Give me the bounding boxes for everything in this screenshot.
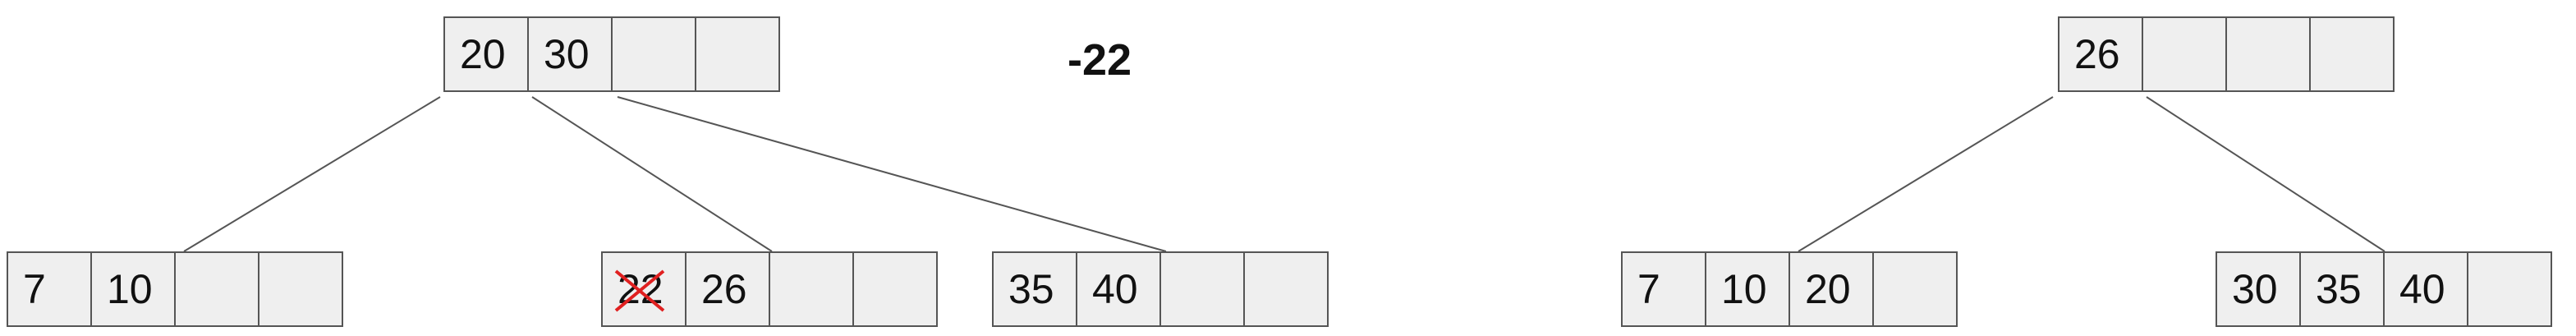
before-leaf-node-2: 22 26 bbox=[601, 251, 938, 327]
deleted-key-cell: 22 bbox=[601, 251, 686, 327]
before-leaf-3-key: 40 bbox=[1076, 251, 1161, 327]
before-root-key: 20 bbox=[443, 16, 529, 92]
after-leaf-node-2: 30 35 40 bbox=[2216, 251, 2552, 327]
operation-label: -22 bbox=[1068, 35, 1132, 85]
before-leaf-2-key bbox=[769, 251, 854, 327]
after-leaf-2-key: 35 bbox=[2299, 251, 2385, 327]
after-root-key bbox=[2309, 16, 2395, 92]
before-leaf-3-key bbox=[1159, 251, 1245, 327]
before-root-key bbox=[695, 16, 780, 92]
before-leaf-1-key bbox=[258, 251, 343, 327]
before-leaf-2-key: 26 bbox=[685, 251, 770, 327]
after-root-key: 26 bbox=[2058, 16, 2143, 92]
before-leaf-3-key bbox=[1243, 251, 1329, 327]
edge-before-root-child-1 bbox=[183, 96, 441, 252]
after-root-key bbox=[2142, 16, 2227, 92]
edge-before-root-child-3 bbox=[617, 96, 1167, 252]
after-leaf-2-key: 40 bbox=[2383, 251, 2468, 327]
before-leaf-2-key bbox=[852, 251, 938, 327]
after-leaf-1-key bbox=[1872, 251, 1958, 327]
edge-before-root-child-2 bbox=[531, 96, 773, 252]
before-leaf-3-key: 35 bbox=[992, 251, 1077, 327]
edge-after-root-child-1 bbox=[1798, 96, 2054, 252]
edge-after-root-child-2 bbox=[2146, 96, 2385, 252]
after-leaf-1-key: 7 bbox=[1621, 251, 1706, 327]
before-root-key: 30 bbox=[527, 16, 613, 92]
before-leaf-1-key bbox=[174, 251, 259, 327]
before-leaf-node-3: 35 40 bbox=[992, 251, 1329, 327]
before-root-node: 20 30 bbox=[443, 16, 780, 92]
before-leaf-1-key: 10 bbox=[90, 251, 176, 327]
before-leaf-1-key: 7 bbox=[7, 251, 92, 327]
strike-through-mark bbox=[614, 269, 665, 312]
before-root-key bbox=[611, 16, 696, 92]
after-root-key bbox=[2225, 16, 2311, 92]
after-leaf-node-1: 7 10 20 bbox=[1621, 251, 1958, 327]
after-leaf-1-key: 10 bbox=[1705, 251, 1790, 327]
after-leaf-1-key: 20 bbox=[1789, 251, 1874, 327]
after-leaf-2-key: 30 bbox=[2216, 251, 2301, 327]
after-leaf-2-key bbox=[2467, 251, 2552, 327]
before-leaf-node-1: 7 10 bbox=[7, 251, 343, 327]
after-root-node: 26 bbox=[2058, 16, 2395, 92]
